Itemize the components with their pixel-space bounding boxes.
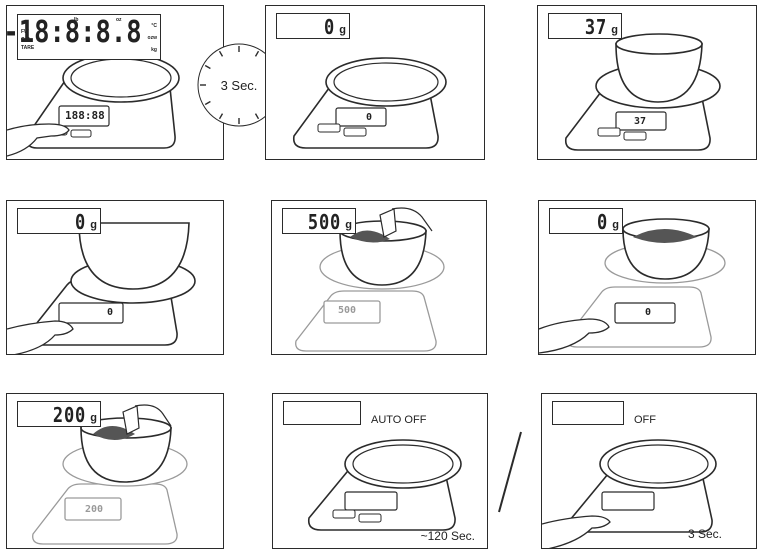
scale-display-value: 0: [107, 307, 114, 318]
duration-label: ~120 Sec.: [420, 529, 475, 543]
duration-label: 3 Sec.: [687, 527, 722, 541]
kitchen-scale-illustration: [32, 404, 188, 545]
indicator-fw: FW: [21, 29, 29, 35]
indicator-oz: oz: [116, 17, 122, 23]
display-value: -18:8:8.8: [6, 15, 142, 50]
display-value: 0: [323, 15, 335, 39]
timer-label: 3 Sec.: [220, 77, 258, 93]
lcd-display-blank: [552, 401, 624, 425]
step-panel-8: AUTO OFF ~120 Sec.: [272, 393, 488, 549]
kitchen-scale-illustration: [539, 218, 726, 354]
scale-display-value: 200: [85, 504, 104, 515]
off-label: OFF: [634, 414, 656, 426]
kitchen-scale-illustration: [542, 439, 717, 548]
display-value: 200: [52, 403, 86, 427]
display-unit: g: [90, 412, 97, 424]
indicator-ozw: ozw: [147, 35, 157, 41]
kitchen-scale-illustration: [295, 207, 445, 352]
step-panel-2: 0 g 0: [265, 5, 485, 160]
lcd-display: 500 g: [282, 208, 356, 234]
display-unit: g: [339, 24, 346, 36]
clock-icon: [197, 43, 281, 127]
lcd-display-large: lb oz FW CAL TARE °C ozw kg -18:8:8.8: [7, 14, 161, 60]
indicator-lb: lb: [74, 17, 79, 23]
display-value: 37: [584, 15, 607, 39]
display-unit: g: [345, 219, 352, 231]
scale-display-value: 37: [634, 116, 647, 127]
scale-display-value: 500: [338, 305, 357, 316]
step-panel-1: lb oz FW CAL TARE °C ozw kg -18:8:8.8 18…: [6, 5, 224, 160]
indicator-cal: CAL: [21, 37, 32, 43]
lcd-display-blank: [283, 401, 361, 425]
display-value: 500: [307, 210, 341, 234]
step-panel-5: 500 g 500: [271, 200, 487, 355]
display-value: 0: [74, 210, 86, 234]
lcd-display: 0 g: [17, 208, 101, 234]
scale-display-value: 0: [645, 307, 652, 318]
kitchen-scale-illustration: [292, 57, 447, 149]
countdown-timer: 3 Sec.: [196, 42, 282, 128]
indicator-kg: kg: [151, 47, 157, 53]
indicator-tare: TARE: [21, 45, 35, 51]
indicator-celsius: °C: [151, 23, 157, 29]
step-panel-3: 37 g 37: [537, 5, 757, 160]
display-unit: g: [612, 219, 619, 231]
step-panel-9: OFF 3 Sec.: [541, 393, 757, 549]
divider-slash: [498, 431, 522, 513]
lcd-display: 0 g: [276, 13, 350, 39]
scale-display-value: 188:88: [65, 109, 105, 122]
lcd-display: 0 g: [549, 208, 623, 234]
lcd-display: 37 g: [548, 13, 622, 39]
kitchen-scale-illustration: [307, 439, 462, 531]
lcd-display: 200 g: [17, 401, 101, 427]
display-unit: g: [90, 219, 97, 231]
step-panel-7: 200 g 200: [6, 393, 224, 549]
display-value: 0: [596, 210, 608, 234]
step-panel-4: 0 g 0: [6, 200, 224, 355]
scale-display-value: 0: [366, 112, 373, 123]
auto-off-label: AUTO OFF: [371, 414, 427, 426]
kitchen-scale-illustration: [564, 33, 721, 151]
display-unit: g: [611, 24, 618, 36]
kitchen-scale-illustration: [7, 222, 196, 354]
step-panel-6: 0 g 0: [538, 200, 756, 355]
